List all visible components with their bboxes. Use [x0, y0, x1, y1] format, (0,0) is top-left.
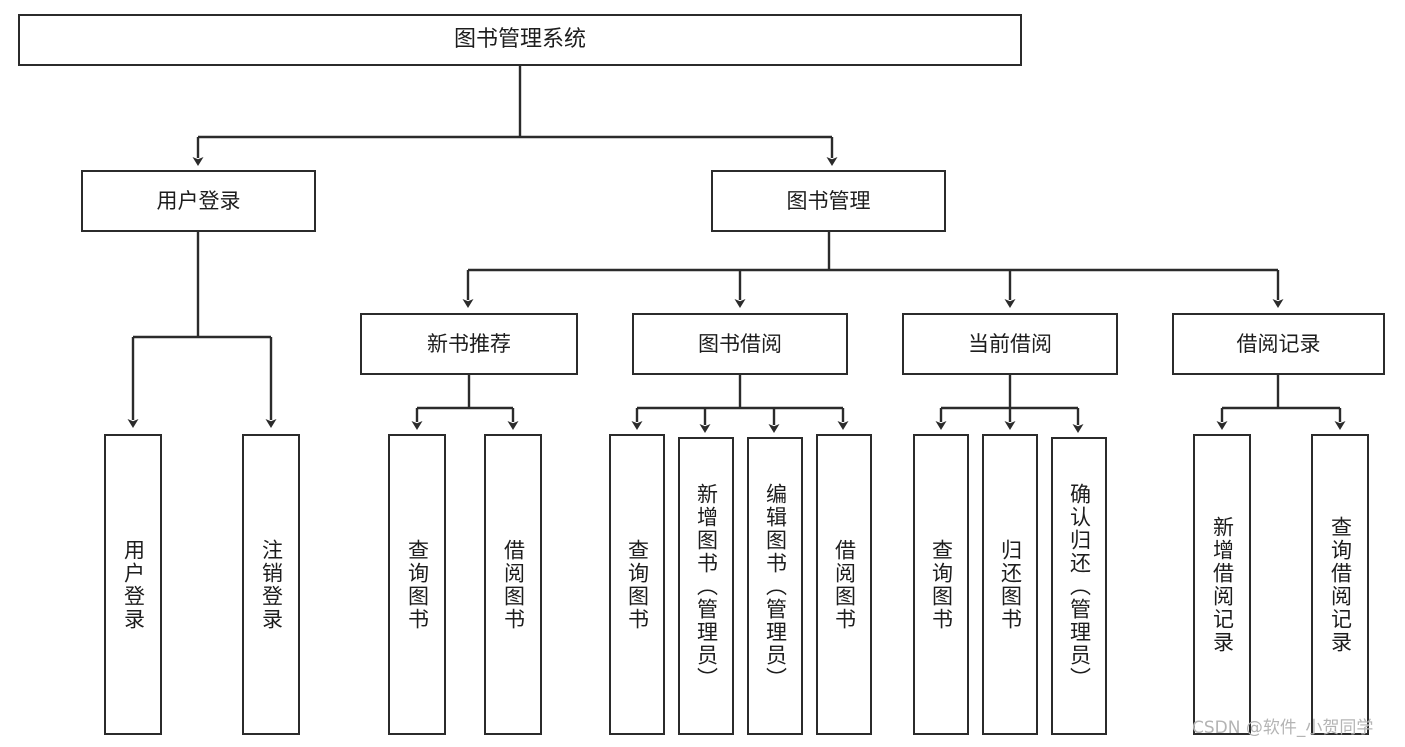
- node-root-library-system[interactable]: 图书管理系统: [18, 14, 1022, 66]
- leaf-query-book-recommend[interactable]: 查询图书: [388, 434, 446, 735]
- leaf-query-borrow-record[interactable]: 查询借阅记录: [1311, 434, 1369, 735]
- leaf-query-book-current[interactable]: 查询图书: [913, 434, 969, 735]
- leaf-add-book-admin[interactable]: 新增图书（管理员）: [678, 437, 734, 735]
- node-label: 图书管理系统: [453, 27, 586, 53]
- leaf-borrow-book-recommend[interactable]: 借阅图书: [484, 434, 542, 735]
- leaf-add-borrow-record[interactable]: 新增借阅记录: [1193, 434, 1251, 735]
- leaf-borrow-book[interactable]: 借阅图书: [816, 434, 872, 735]
- leaf-user-login[interactable]: 用户登录: [104, 434, 162, 735]
- node-label: 新增借阅记录: [1210, 515, 1235, 654]
- node-label: 注销登录: [259, 538, 284, 631]
- watermark-text: CSDN @软件_小贺同学: [1192, 718, 1374, 738]
- node-current-borrow[interactable]: 当前借阅: [902, 313, 1118, 375]
- leaf-query-book-borrow[interactable]: 查询图书: [609, 434, 665, 735]
- node-new-book-recommend[interactable]: 新书推荐: [360, 313, 578, 375]
- node-label: 查询图书: [929, 538, 954, 631]
- node-label: 编辑图书（管理员）: [763, 482, 788, 690]
- node-user-login[interactable]: 用户登录: [81, 170, 316, 232]
- node-label: 新书推荐: [427, 331, 511, 356]
- leaf-edit-book-admin[interactable]: 编辑图书（管理员）: [747, 437, 803, 735]
- leaf-logout-login[interactable]: 注销登录: [242, 434, 300, 735]
- node-label: 借阅图书: [501, 538, 526, 631]
- node-label: 图书借阅: [698, 331, 782, 356]
- node-borrow-record[interactable]: 借阅记录: [1172, 313, 1385, 375]
- node-label: 用户登录: [156, 188, 241, 213]
- node-label: 借阅图书: [832, 538, 857, 631]
- node-label: 用户登录: [121, 538, 146, 631]
- leaf-confirm-return-admin[interactable]: 确认归还（管理员）: [1051, 437, 1107, 735]
- node-label: 借阅记录: [1236, 331, 1321, 356]
- node-label: 查询图书: [405, 538, 430, 631]
- node-label: 查询借阅记录: [1328, 515, 1353, 654]
- node-label: 确认归还（管理员）: [1067, 482, 1092, 690]
- leaf-return-book[interactable]: 归还图书: [982, 434, 1038, 735]
- node-book-management[interactable]: 图书管理: [711, 170, 946, 232]
- node-label: 新增图书（管理员）: [694, 482, 719, 690]
- node-book-borrow[interactable]: 图书借阅: [632, 313, 848, 375]
- node-label: 归还图书: [998, 538, 1023, 631]
- node-label: 图书管理: [786, 188, 871, 213]
- node-label: 查询图书: [625, 538, 650, 631]
- node-label: 当前借阅: [968, 331, 1052, 356]
